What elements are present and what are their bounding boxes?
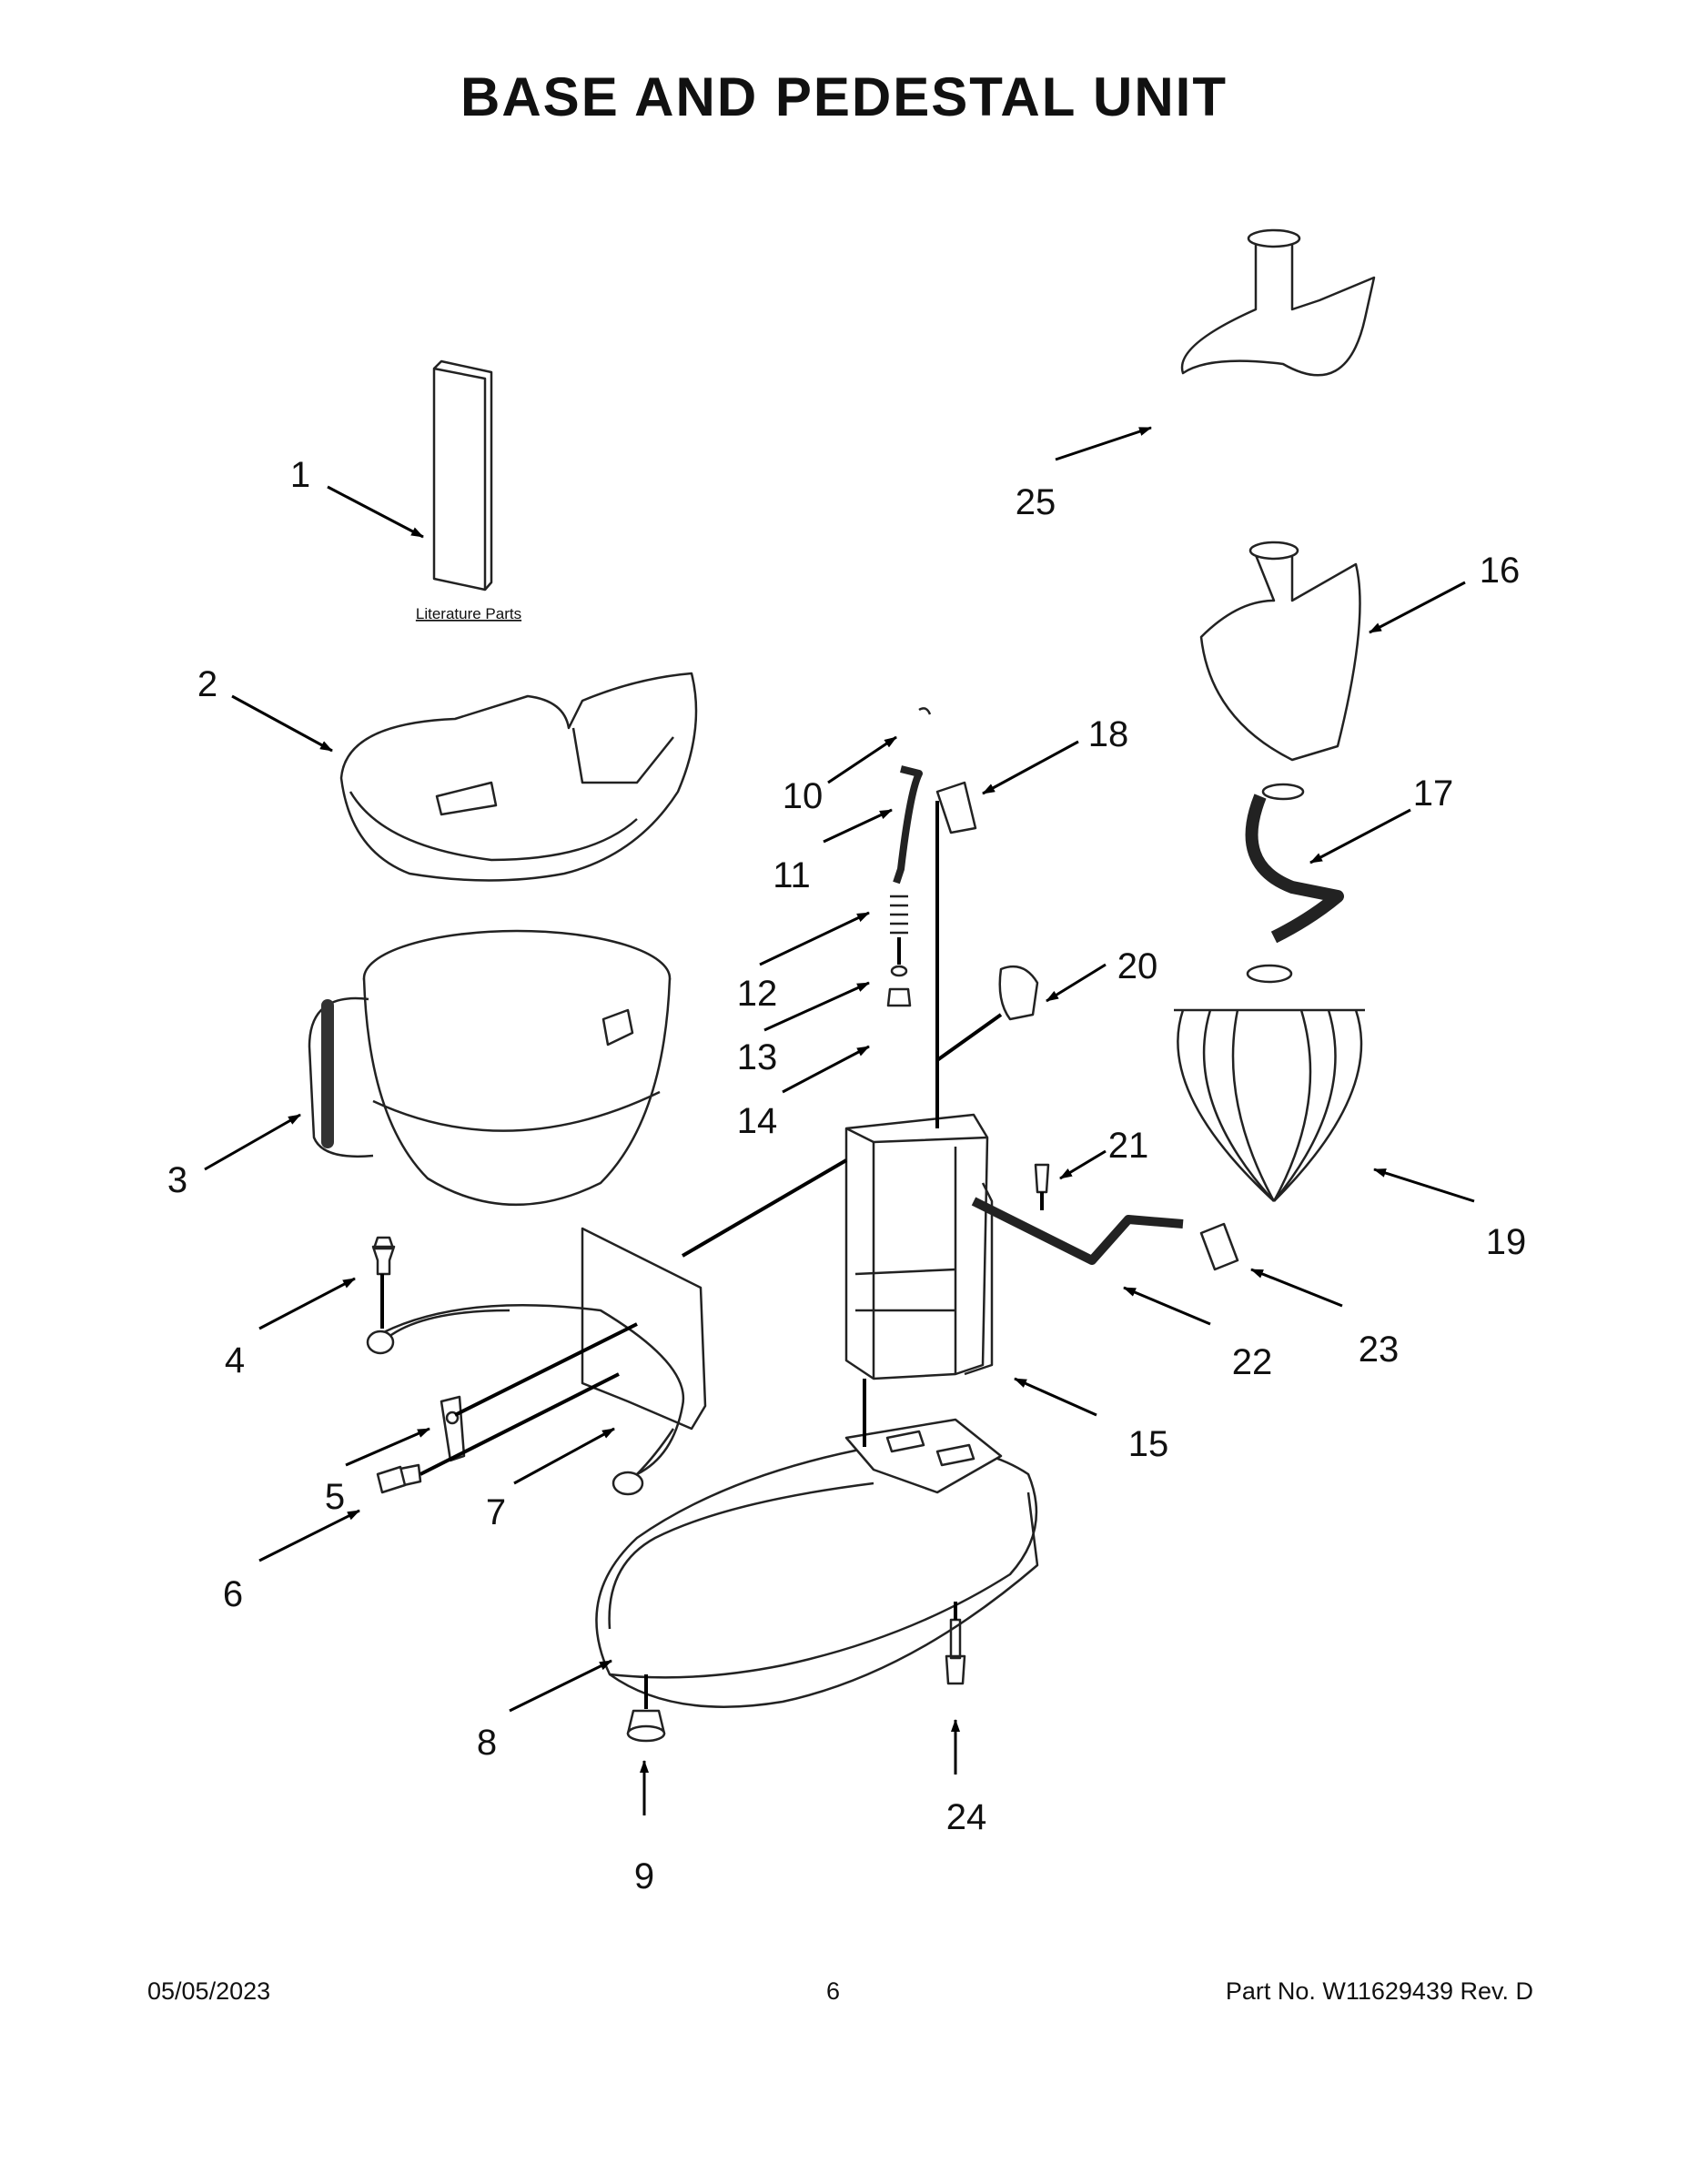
callout-18: 18 — [1088, 714, 1129, 754]
leader-17 — [1309, 808, 1411, 864]
callout-17: 17 — [1413, 774, 1454, 814]
callout-25: 25 — [1016, 482, 1056, 522]
leader-13 — [763, 981, 870, 1032]
part-nut — [886, 987, 912, 1007]
part-rod — [893, 765, 923, 885]
footer-page-number: 6 — [826, 1977, 841, 2005]
callout-15: 15 — [1128, 1424, 1169, 1464]
callout-6: 6 — [223, 1574, 243, 1614]
callout-20: 20 — [1117, 946, 1158, 986]
callout-12: 12 — [737, 974, 778, 1014]
part-4 — [371, 1236, 396, 1276]
part-knob — [998, 965, 1039, 1021]
part-foot — [626, 1709, 666, 1743]
callout-24: 24 — [946, 1797, 987, 1837]
part-clip — [918, 707, 932, 715]
leader-4 — [258, 1277, 356, 1330]
part-dough-hook — [1245, 783, 1344, 944]
part-flex-beater — [1180, 228, 1376, 377]
leader-14 — [782, 1045, 870, 1094]
leader-18 — [982, 740, 1079, 795]
part-base — [595, 1418, 1039, 1708]
callout-11: 11 — [773, 855, 811, 895]
leader-7 — [513, 1427, 615, 1485]
leader-22 — [1123, 1286, 1211, 1326]
part-washer — [890, 965, 908, 977]
leader-6 — [258, 1509, 360, 1562]
callout-14: 14 — [737, 1101, 778, 1141]
callout-23: 23 — [1359, 1330, 1400, 1370]
leader-10 — [827, 735, 897, 784]
callout-16: 16 — [1480, 551, 1521, 591]
callout-3: 3 — [167, 1160, 187, 1200]
callout-1: 1 — [290, 455, 310, 495]
part-lever — [935, 781, 977, 834]
callout-7: 7 — [486, 1492, 506, 1532]
leader-12 — [759, 911, 870, 966]
part-24 — [945, 1618, 966, 1685]
part-crank — [971, 1197, 1184, 1265]
leader-11 — [823, 808, 893, 844]
footer-part-number: Part No. W11629439 Rev. D — [1225, 1977, 1533, 2005]
leader-2 — [231, 694, 333, 753]
part-literature — [432, 359, 493, 592]
leader-21 — [1059, 1149, 1107, 1180]
callout-2: 2 — [197, 664, 217, 704]
leader-3 — [204, 1113, 301, 1171]
part-spring — [890, 895, 908, 935]
part-6 — [376, 1463, 422, 1494]
part-wire-whip — [1174, 964, 1365, 1202]
literature-parts-label: Literature Parts — [416, 605, 521, 622]
callout-5: 5 — [325, 1477, 345, 1517]
leader-1 — [327, 485, 424, 539]
callout-10: 10 — [783, 776, 824, 816]
part-5 — [440, 1395, 466, 1462]
leader-20 — [1046, 963, 1107, 1003]
callout-13: 13 — [737, 1037, 778, 1077]
callout-21: 21 — [1108, 1126, 1149, 1166]
part-handle — [1199, 1222, 1239, 1271]
callout-22: 22 — [1232, 1342, 1273, 1382]
callout-19: 19 — [1486, 1222, 1527, 1262]
part-bowl — [308, 929, 672, 1207]
leader-19 — [1373, 1168, 1475, 1203]
callout-4: 4 — [225, 1340, 245, 1380]
part-pouring-shield — [339, 672, 698, 882]
part-bowl-lift-arm — [366, 1227, 707, 1496]
callout-8: 8 — [477, 1723, 497, 1763]
part-column — [844, 1113, 994, 1380]
leader-8 — [509, 1659, 612, 1713]
part-flat-beater — [1199, 541, 1361, 762]
callout-9: 9 — [634, 1856, 654, 1896]
leader-5 — [345, 1427, 430, 1467]
part-21 — [1034, 1163, 1050, 1194]
leader-23 — [1250, 1268, 1343, 1308]
page-title: BASE AND PEDESTAL UNIT — [460, 66, 1228, 127]
footer-date: 05/05/2023 — [147, 1977, 271, 2005]
leader-15 — [1014, 1377, 1097, 1417]
leader-25 — [1055, 426, 1152, 461]
leader-16 — [1369, 581, 1466, 634]
